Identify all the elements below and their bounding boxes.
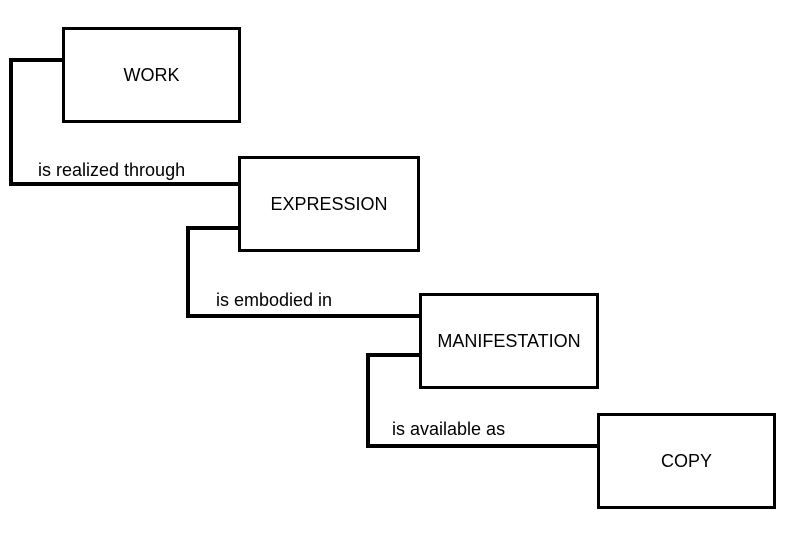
- expression-box: EXPRESSION: [238, 156, 420, 252]
- copy-label: COPY: [660, 450, 712, 471]
- relationship-label-available: is available as: [392, 419, 506, 439]
- manifestation-box: MANIFESTATION: [419, 293, 599, 389]
- copy-box: COPY: [597, 413, 776, 509]
- expression-label: EXPRESSION: [270, 193, 388, 214]
- connector-manifestation-copy: [366, 353, 597, 448]
- manifestation-label: MANIFESTATION: [437, 330, 581, 351]
- relationship-label-embodied: is embodied in: [216, 290, 333, 310]
- work-box: WORK: [62, 27, 241, 123]
- connector-work-expression: [9, 58, 238, 186]
- relationship-label-realized: is realized through: [38, 160, 186, 180]
- work-label: WORK: [123, 64, 180, 85]
- connector-expression-manifestation: [186, 226, 421, 318]
